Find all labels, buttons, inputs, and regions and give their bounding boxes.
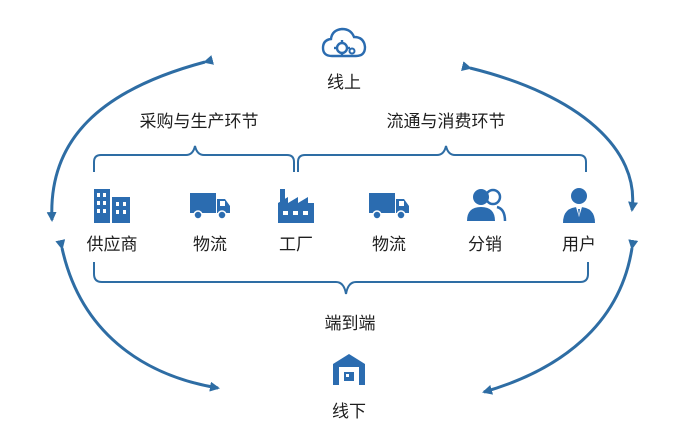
truck-icon	[369, 193, 409, 220]
node-label: 分销	[468, 235, 502, 255]
brace-end-to-end	[93, 262, 589, 295]
online-label: 线上	[327, 73, 361, 93]
node-label: 物流	[193, 235, 227, 255]
node-label: 供应商	[86, 235, 138, 255]
production-stage-label: 采购与生产环节	[139, 112, 259, 132]
buildings-icon	[94, 189, 130, 223]
arrow-offline-right	[482, 239, 639, 395]
node-logistics-2: 物流	[354, 185, 424, 265]
truck-icon	[190, 193, 230, 220]
user-icon	[563, 188, 595, 223]
node-label: 物流	[372, 235, 406, 255]
arrow-online-left	[46, 55, 215, 222]
brace-circulation	[297, 145, 587, 172]
node-supplier: 供应商	[77, 185, 147, 265]
offline-label: 线下	[332, 402, 366, 422]
arrow-offline-left	[55, 239, 220, 392]
brace-production	[93, 145, 295, 172]
node-distribution: 分销	[450, 185, 520, 265]
node-logistics-1: 物流	[175, 185, 245, 265]
cloud-gear-icon	[320, 24, 368, 62]
factory-icon	[278, 189, 314, 223]
arrow-online-right	[461, 61, 639, 212]
node-factory: 工厂	[261, 185, 331, 265]
warehouse-icon	[331, 352, 367, 386]
people-icon	[467, 188, 507, 222]
node-user: 用户	[544, 185, 614, 265]
node-label: 用户	[562, 235, 596, 255]
end-to-end-label: 端到端	[324, 314, 376, 334]
node-label: 工厂	[279, 235, 313, 255]
circulation-stage-label: 流通与消费环节	[386, 112, 506, 132]
